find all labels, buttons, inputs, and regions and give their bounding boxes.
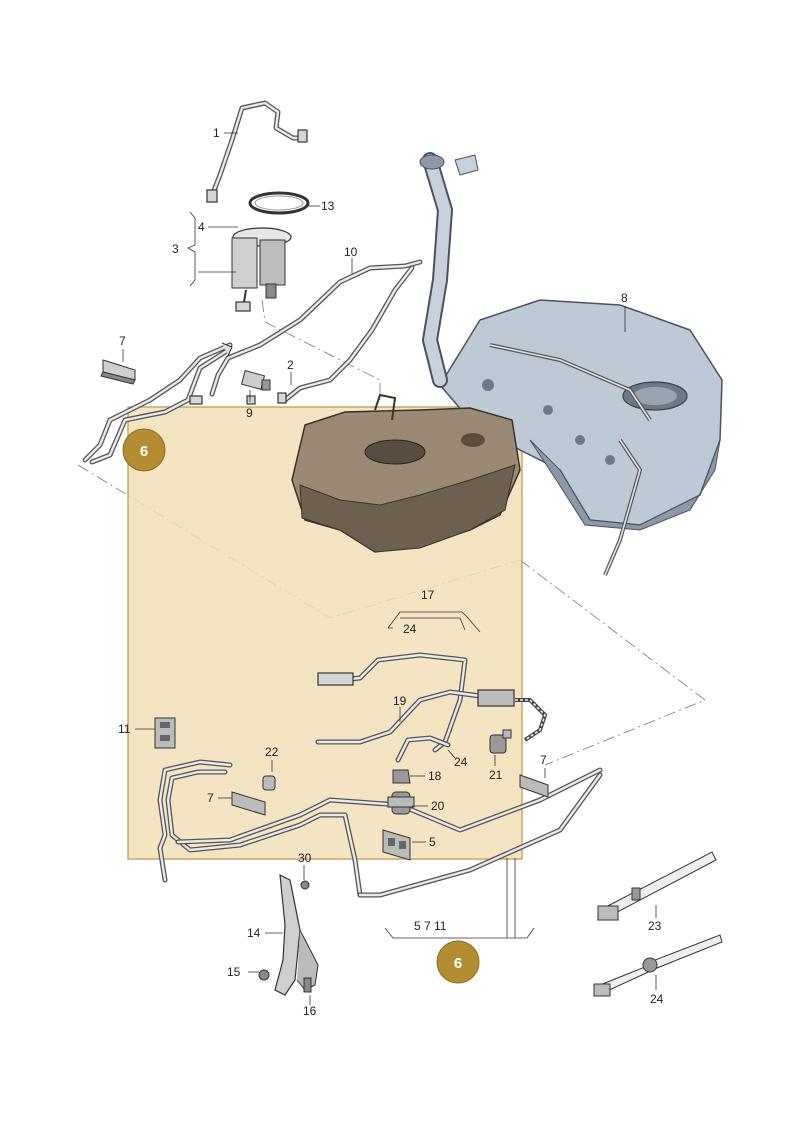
clip-5 bbox=[382, 829, 411, 861]
bracket-14 bbox=[258, 873, 319, 996]
svg-text:6: 6 bbox=[454, 955, 462, 972]
fuel-filter-9 bbox=[240, 370, 287, 405]
cable-tie-23 bbox=[597, 851, 717, 921]
connector-22 bbox=[262, 775, 276, 791]
label-3: 3 bbox=[172, 242, 179, 256]
cable-tie-24 bbox=[593, 934, 723, 997]
label-23: 23 bbox=[648, 919, 662, 933]
label-21: 21 bbox=[489, 768, 503, 782]
label-8: 8 bbox=[621, 291, 628, 305]
label-18: 18 bbox=[428, 769, 442, 783]
label-9: 9 bbox=[246, 406, 253, 420]
label-30: 30 bbox=[298, 851, 312, 865]
label-24c: 24 bbox=[650, 992, 664, 1006]
fuel-tank bbox=[439, 299, 723, 576]
label-7a: 7 bbox=[119, 334, 126, 348]
svg-text:6: 6 bbox=[140, 443, 148, 460]
valve-20 bbox=[387, 791, 415, 815]
pipe-assembly-17 bbox=[315, 652, 548, 763]
badge-6-top: 6 bbox=[122, 428, 166, 472]
label-group: 5 7 11 bbox=[414, 919, 447, 933]
pipe-bundle bbox=[157, 759, 603, 898]
label-20: 20 bbox=[431, 799, 445, 813]
label-24b: 24 bbox=[454, 755, 468, 769]
filler-neck bbox=[419, 152, 479, 388]
label-14: 14 bbox=[247, 926, 261, 940]
label-24a: 24 bbox=[403, 622, 417, 636]
label-22: 22 bbox=[265, 745, 279, 759]
valve-21 bbox=[489, 729, 512, 754]
leader-lines bbox=[122, 132, 657, 1005]
label-16: 16 bbox=[303, 1004, 317, 1018]
part-18 bbox=[392, 769, 411, 784]
label-7b: 7 bbox=[207, 791, 214, 805]
label-10: 10 bbox=[344, 245, 358, 259]
part-labels: 1 13 4 3 10 8 7 2 9 17 24 19 11 22 24 7 … bbox=[118, 126, 664, 1018]
label-13: 13 bbox=[321, 199, 335, 213]
label-5: 5 bbox=[429, 835, 436, 849]
label-4: 4 bbox=[198, 220, 205, 234]
label-7c: 7 bbox=[540, 753, 547, 767]
fuel-pump bbox=[231, 227, 292, 312]
label-19: 19 bbox=[393, 694, 407, 708]
label-2: 2 bbox=[287, 358, 294, 372]
label-1: 1 bbox=[213, 126, 220, 140]
pipe-1 bbox=[206, 100, 308, 203]
clip-7a bbox=[100, 359, 136, 385]
clip-7c bbox=[519, 774, 549, 798]
pipe-10 bbox=[82, 259, 423, 465]
badge-6-bottom: 6 bbox=[436, 940, 480, 984]
label-15: 15 bbox=[227, 965, 241, 979]
clip-11 bbox=[154, 717, 176, 749]
label-11: 11 bbox=[118, 722, 131, 736]
fuel-tank-highlighted bbox=[291, 393, 521, 553]
sealing-ring bbox=[248, 191, 310, 215]
label-17: 17 bbox=[421, 588, 435, 602]
clip-7b bbox=[231, 791, 266, 816]
